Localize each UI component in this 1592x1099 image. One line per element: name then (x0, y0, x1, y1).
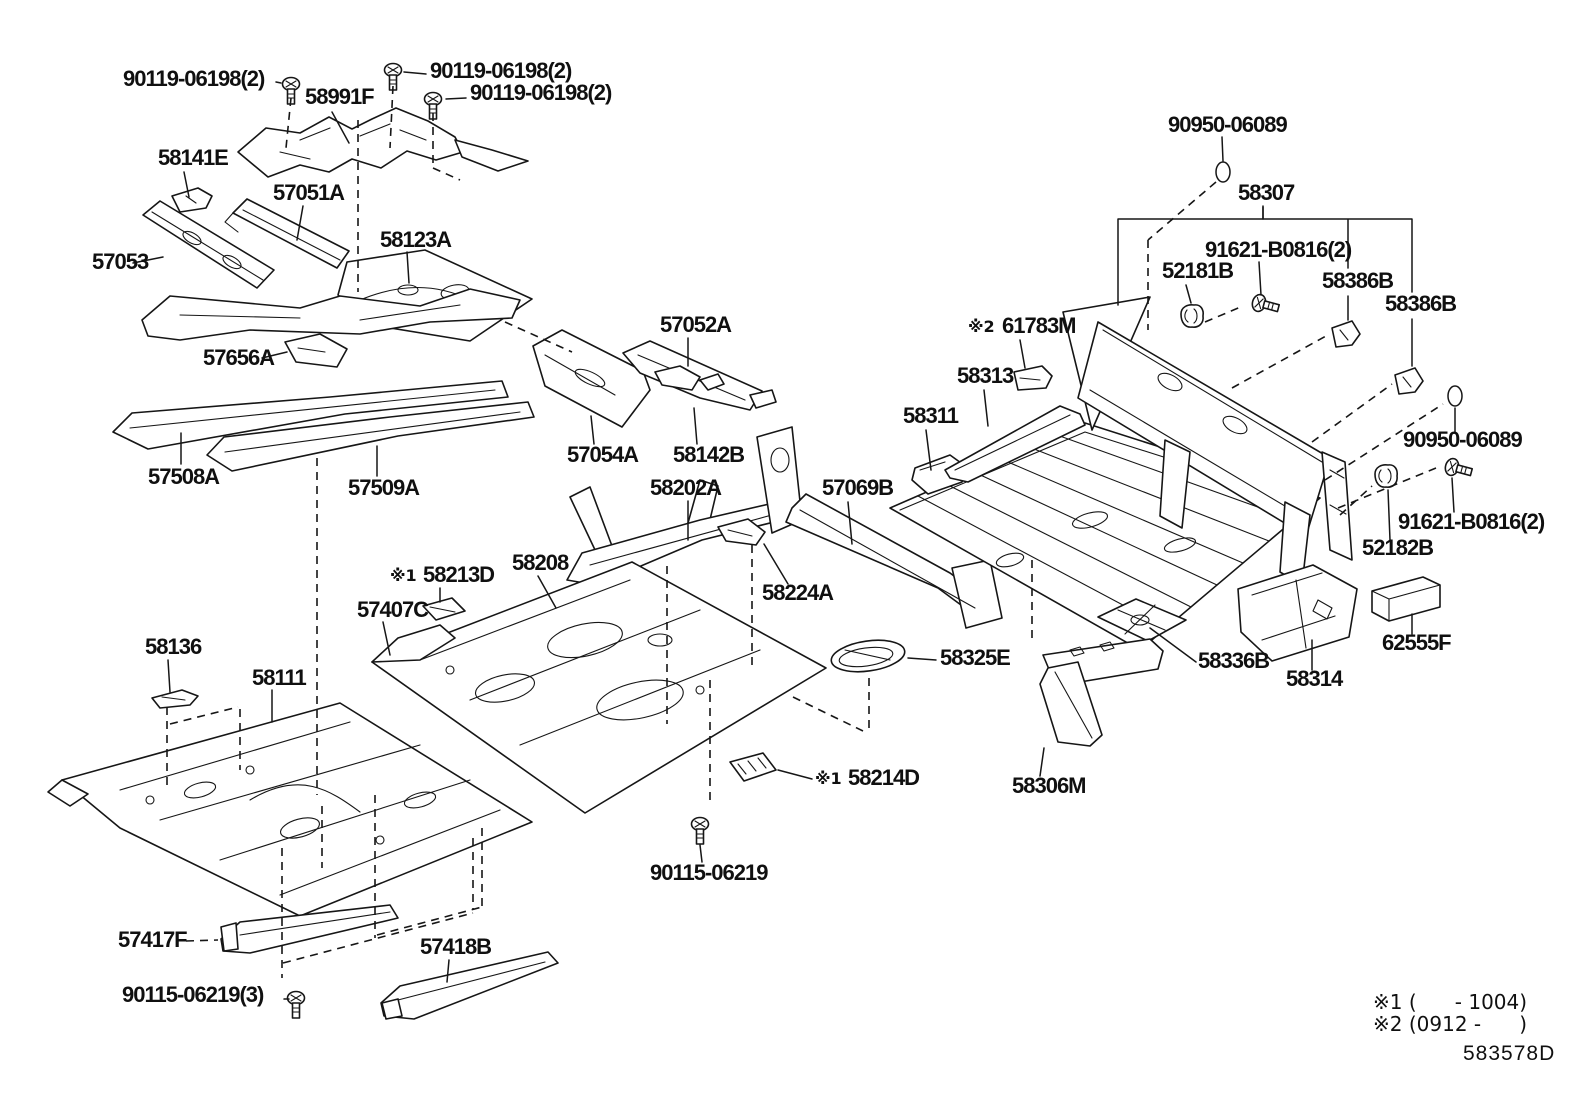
label-58208: 58208 (512, 550, 569, 575)
label-58142b: 58142B (673, 442, 744, 467)
label-91621-b0816-right: 91621-B0816(2) (1398, 509, 1545, 534)
label-90119-06198-a: 90119-06198(2) (123, 66, 265, 91)
label-57508a: 57508A (148, 464, 220, 489)
label-57417f: 57417F (118, 927, 187, 952)
label-62555f: 62555F (1382, 630, 1451, 655)
part-57054a-drawing (532, 329, 651, 428)
bolt-90115-icon-2 (286, 990, 306, 1019)
label-52182b: 52182B (1362, 535, 1433, 560)
footnote-1: ※1 ( - 1004) (1373, 990, 1527, 1014)
label-57418b: 57418B (420, 934, 491, 959)
clip-61783m-drawing (1013, 365, 1053, 391)
bolt-90115-icon-1 (690, 816, 710, 845)
label-58325e: 58325E (940, 645, 1010, 670)
part-57418b-drawing (380, 951, 559, 1020)
label-58214d: 58214D (848, 765, 919, 790)
grommet-52181b-icon (1180, 304, 1204, 328)
label-58991f: 58991F (305, 84, 374, 109)
label-61783m-prefix: ※2 (968, 317, 995, 336)
label-57069b: 57069B (822, 475, 893, 500)
label-58313: 58313 (957, 363, 1014, 388)
label-90950-06089-right: 90950-06089 (1403, 427, 1522, 452)
label-91621-b0816-left: 91621-B0816(2) (1205, 237, 1352, 262)
part-58136-drawing (151, 689, 199, 709)
label-90950-06089-top: 90950-06089 (1168, 112, 1287, 137)
label-90115-06219: 90115-06219 (650, 860, 768, 885)
label-57051a: 57051A (273, 180, 345, 205)
dashed-lines (166, 85, 1444, 978)
diagram-code: 583578D (1463, 1042, 1555, 1065)
part-58142b-drawing (654, 365, 725, 391)
label-90119-06198-b: 90119-06198(2) (430, 58, 572, 83)
part-57052a-drawing (622, 340, 777, 411)
clip-58386b-1-drawing (1331, 320, 1361, 348)
label-58307: 58307 (1238, 180, 1295, 205)
label-58306m: 58306M (1012, 773, 1086, 798)
label-90115-06219-3: 90115-06219(3) (122, 982, 264, 1007)
clip-58386b-2-drawing (1394, 367, 1424, 395)
diagram-line-art (47, 62, 1475, 1020)
part-57051a-drawing (224, 198, 350, 269)
label-58336b: 58336B (1198, 648, 1269, 673)
part-58991f-drawing (237, 107, 529, 178)
label-57407c: 57407C (357, 597, 429, 622)
part-58208-drawing (371, 561, 827, 814)
part-57417f-drawing (220, 904, 399, 954)
ring-90950-right-icon (1447, 385, 1463, 407)
label-57509a: 57509A (348, 475, 420, 500)
part-58306m-drawing (1039, 638, 1164, 747)
label-57656a: 57656A (203, 345, 275, 370)
part-58214d-drawing (729, 752, 777, 782)
label-58314: 58314 (1286, 666, 1344, 691)
leader-lines (132, 71, 1456, 1000)
part-58313-drawing (944, 405, 1086, 483)
part-58224a-drawing (717, 518, 766, 546)
part-57656a-drawing (284, 333, 348, 368)
part-58314-drawing (1237, 564, 1358, 662)
label-58123a: 58123A (380, 227, 452, 252)
label-58141e: 58141E (158, 145, 228, 170)
part-58336b-drawing (1097, 598, 1187, 642)
part-57053-drawing (142, 200, 275, 289)
grommet-52182b-icon (1374, 464, 1398, 488)
footnotes: ※1 ( - 1004) ※2 (0912 - ) 583578D (1373, 990, 1555, 1065)
part-58213d-drawing (422, 597, 466, 621)
label-58311: 58311 (903, 403, 959, 428)
part-labels: 90119-06198(2) 90119-06198(2) 90119-0619… (92, 58, 1546, 1007)
part-58111-drawing (47, 702, 533, 917)
label-58136: 58136 (145, 634, 202, 659)
rear-panel-assembly-drawing (1062, 296, 1353, 586)
label-58111: 58111 (252, 665, 307, 690)
ring-90950-top-icon (1215, 161, 1231, 183)
label-52181b: 52181B (1162, 258, 1233, 283)
part-62555f-drawing (1371, 576, 1441, 622)
label-58214d-prefix: ※1 (815, 769, 842, 788)
part-57509a-drawing (206, 401, 535, 472)
label-57052a: 57052A (660, 312, 732, 337)
footnote-2: ※2 (0912 - ) (1373, 1012, 1527, 1036)
label-58224a: 58224A (762, 580, 834, 605)
label-58386b-2: 58386B (1385, 291, 1456, 316)
bolt-91621-right-icon (1442, 456, 1475, 482)
label-58386b-1: 58386B (1322, 268, 1393, 293)
bolt-91621-left-icon (1249, 292, 1282, 318)
part-57069b-drawing (756, 426, 1003, 629)
label-57053: 57053 (92, 249, 149, 274)
part-58325e-drawing (830, 639, 906, 673)
label-90119-06198-c: 90119-06198(2) (470, 80, 612, 105)
label-61783m: 61783M (1002, 313, 1076, 338)
label-58213d: 58213D (423, 562, 494, 587)
front-floor-crossmember-drawing (141, 288, 521, 341)
label-58202a: 58202A (650, 475, 722, 500)
label-58213d-prefix: ※1 (390, 566, 417, 585)
label-57054a: 57054A (567, 442, 639, 467)
